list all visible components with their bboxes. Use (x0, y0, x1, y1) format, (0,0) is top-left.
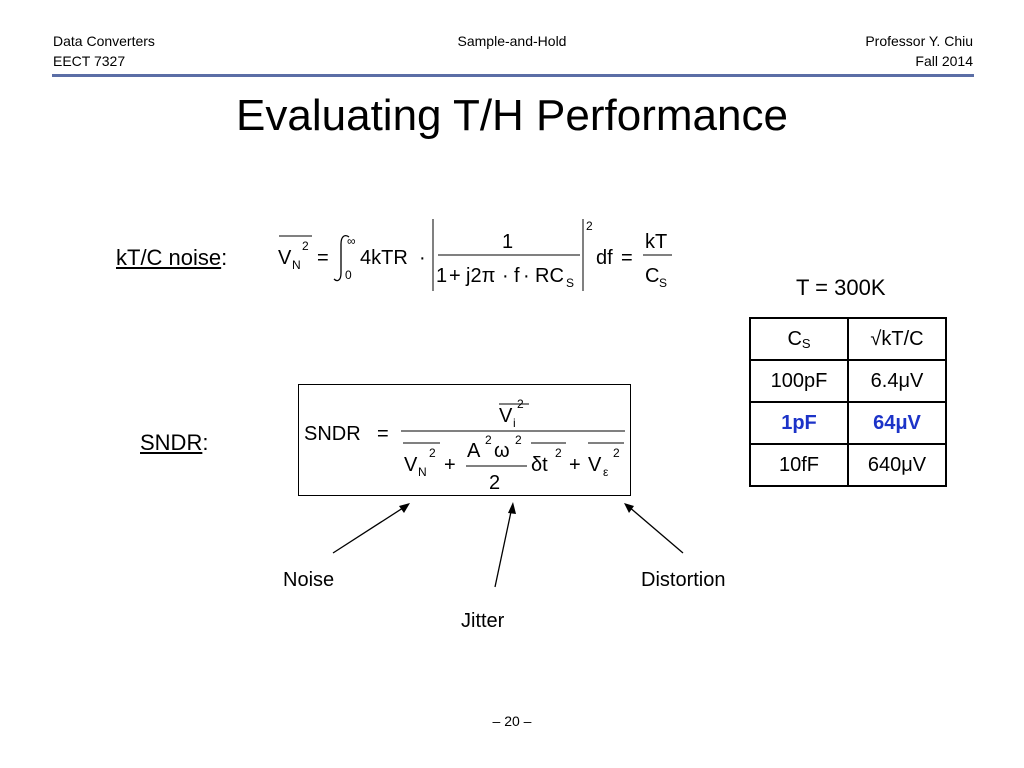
sndr-vn: V (404, 454, 418, 476)
header-right: Professor Y. Chiu Fall 2014 (865, 31, 973, 71)
ktc-den-one: 1 (436, 265, 447, 287)
table-cell-capacitance: 1pF (749, 401, 849, 445)
ktc-noise-table: CS √kT/C 100pF 6.4μV 1pF 64μV 10fF 640μV (749, 317, 947, 487)
sndr-colon: : (202, 430, 209, 455)
sndr-dt: δt (531, 454, 548, 476)
jitter-annotation: Jitter (461, 610, 505, 632)
sndr-vn-sq: 2 (429, 446, 436, 460)
ktc-equals: = (317, 247, 329, 269)
sndr-vi-sq: 2 (517, 397, 524, 411)
ktc-den-dot2: · (523, 265, 530, 287)
ktc-den-rc: RC (535, 265, 564, 287)
ktc-int-upper: ∞ (347, 234, 356, 248)
distortion-arrowhead (624, 503, 634, 513)
course-number: EECT 7327 (53, 53, 126, 69)
table-header-row: CS √kT/C (749, 317, 947, 361)
sndr-vn-sub: N (418, 465, 427, 479)
sndr-omega-sq: 2 (515, 433, 522, 447)
ktc-kt: kT (645, 231, 667, 253)
professor-name: Professor Y. Chiu (865, 33, 973, 49)
distortion-arrow (627, 505, 684, 554)
header-noise-voltage: √kT/C (847, 317, 947, 361)
ktc-den-dot1: · (502, 265, 509, 287)
table-cell-capacitance: 100pF (749, 359, 849, 403)
sndr-equation-box (298, 384, 631, 496)
sndr-plus2: + (569, 454, 581, 476)
table-cell-noise: 640μV (847, 443, 947, 487)
sndr-lhs: SNDR (304, 423, 361, 445)
ktc-abs-sq: 2 (586, 219, 593, 233)
ktc-noise-label-text: kT/C noise (116, 245, 222, 270)
integral-icon (333, 235, 350, 282)
sndr-ve-sub: ε (603, 465, 609, 479)
ktc-noise-label: kT/C noise: (116, 245, 227, 271)
ktc-vn-sq: 2 (302, 239, 309, 253)
slide-title: Evaluating T/H Performance (236, 91, 788, 140)
sndr-vi-sub: i (513, 416, 516, 430)
table-row: 100pF 6.4μV (749, 359, 947, 403)
table-cell-capacitance: 10fF (749, 443, 849, 487)
jitter-arrowhead (508, 502, 516, 514)
ktc-vn: V (278, 247, 292, 269)
temperature-label: T = 300K (796, 275, 886, 300)
ktc-c-sub: S (659, 276, 667, 290)
jitter-arrow (494, 506, 513, 588)
header-c-sub: S (801, 335, 811, 351)
sndr-label: SNDR: (140, 430, 208, 456)
distortion-annotation: Distortion (641, 569, 726, 591)
sndr-a-sq: 2 (485, 433, 492, 447)
sndr-omega: ω (494, 440, 510, 462)
sndr-equation: SNDR = V i 2 V N 2 + A 2 ω 2 2 δt 2 + V … (304, 397, 625, 494)
sndr-ve: V (588, 454, 602, 476)
header-c-label: C (787, 327, 802, 350)
page-number: – 20 – (492, 713, 532, 729)
ktc-den-f: f (514, 265, 520, 287)
sndr-half-den: 2 (489, 472, 500, 494)
semester: Fall 2014 (915, 53, 973, 69)
ktc-c: C (645, 265, 659, 287)
noise-arrowhead (399, 503, 410, 513)
noise-annotation: Noise (283, 569, 335, 591)
sndr-equals: = (377, 423, 389, 445)
ktc-4ktr: 4kTR (360, 247, 408, 269)
ktc-equals2: = (621, 247, 633, 269)
ktc-dot: · (419, 247, 426, 269)
noise-arrow (332, 505, 407, 554)
annotation-arrows (332, 502, 684, 588)
sndr-vi: V (499, 405, 513, 427)
sndr-plus1: + (444, 454, 456, 476)
ktc-df: df (596, 247, 613, 269)
header-topic: Sample-and-Hold (457, 33, 567, 49)
ktc-colon: : (221, 245, 228, 270)
header-divider (52, 74, 974, 77)
sndr-dt-sq: 2 (555, 446, 562, 460)
table-row-highlighted: 1pF 64μV (749, 401, 947, 445)
header-left: Data Converters EECT 7327 (53, 31, 155, 71)
sndr-ve-sq: 2 (613, 446, 620, 460)
ktc-den-sub: S (566, 276, 574, 290)
table-row: 10fF 640μV (749, 443, 947, 487)
header-capacitance: CS (749, 317, 849, 361)
table-cell-noise: 6.4μV (847, 359, 947, 403)
ktc-int-lower: 0 (345, 268, 352, 282)
sndr-label-text: SNDR (140, 430, 203, 455)
ktc-den-j2pi: j2π (465, 265, 495, 287)
ktc-equation: V N 2 = ∞ 0 4kTR · 1 1 + j2π · f · RC S … (278, 219, 672, 291)
ktc-vn-sub: N (292, 258, 301, 272)
sndr-a: A (467, 440, 481, 462)
ktc-numerator: 1 (502, 231, 513, 253)
ktc-den-plus: + (449, 265, 461, 287)
table-cell-noise: 64μV (847, 401, 947, 445)
course-name: Data Converters (53, 33, 155, 49)
